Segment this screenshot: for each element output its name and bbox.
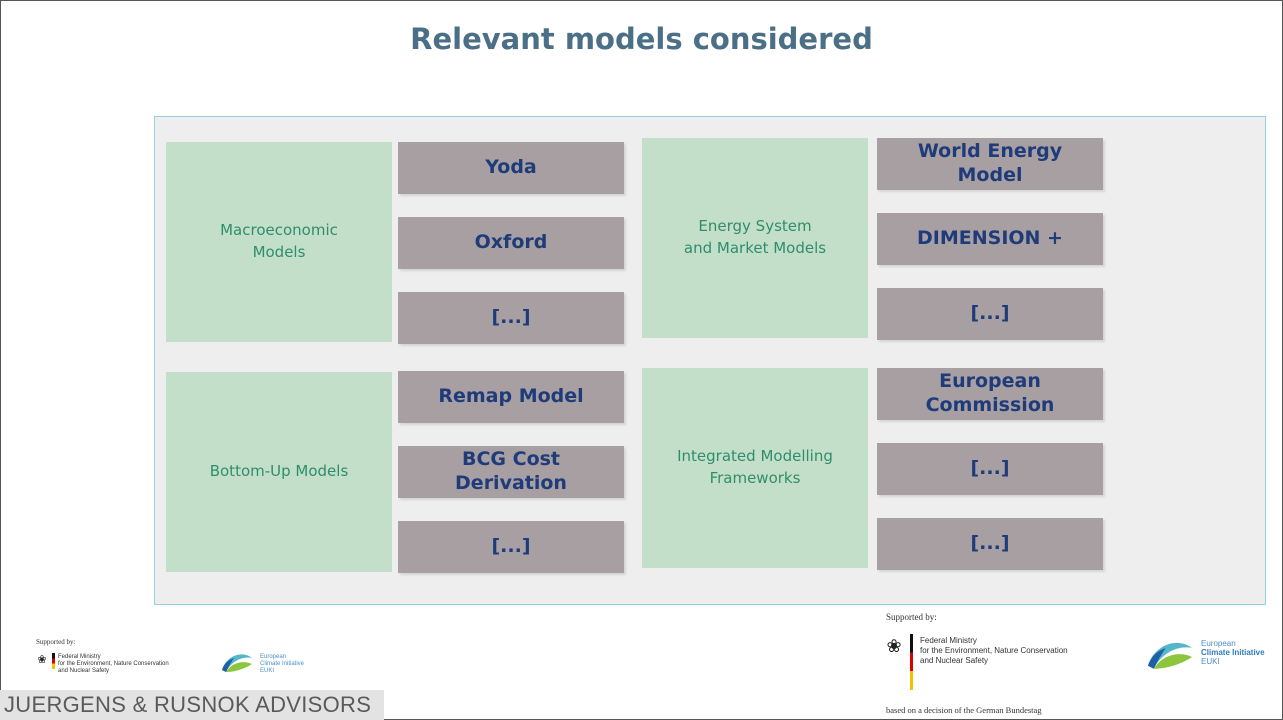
model-card: DIMENSION + (877, 213, 1103, 265)
federal-eagle-icon: ❀ (886, 636, 902, 656)
model-card: Remap Model (398, 371, 624, 423)
firm-name: JUERGENS & RUSNOK ADVISORS (0, 690, 384, 720)
euki-line: Climate Initiative (1201, 648, 1265, 658)
euki-logo-icon (222, 654, 252, 672)
category-energy-system: Energy System and Market Models (642, 138, 868, 338)
ministry-line: for the Environment, Nature Conservation (920, 646, 1068, 655)
model-card: [...] (398, 521, 624, 573)
ministry-line: for the Environment, Nature Conservation (58, 661, 169, 667)
model-card: [...] (877, 443, 1103, 495)
ministry-line: and Nuclear Safety (920, 656, 989, 665)
euki-label: European Climate Initiative EUKI (260, 654, 304, 675)
euki-logo-icon (1147, 642, 1193, 669)
model-card: Yoda (398, 142, 624, 194)
euki-label: European Climate Initiative EUKI (1201, 639, 1265, 667)
ministry-line: and Nuclear Safety (58, 668, 110, 674)
ministry-name: Federal Ministry for the Environment, Na… (58, 654, 169, 675)
ministry-line: Federal Ministry (58, 654, 101, 660)
model-card: [...] (398, 292, 624, 344)
federal-eagle-icon: ❀ (37, 654, 47, 666)
euki-line: Climate Initiative (260, 660, 305, 667)
slide-title: Relevant models considered (410, 22, 873, 56)
supported-by-label: Supported by: (36, 638, 76, 646)
category-integrated: Integrated Modelling Frameworks (642, 368, 868, 568)
german-flag-bar-icon (910, 634, 913, 690)
euki-line: European (260, 654, 287, 660)
model-card: Oxford (398, 217, 624, 269)
model-card: [...] (877, 288, 1103, 340)
euki-line: EUKI (260, 667, 275, 674)
german-flag-bar-icon (52, 653, 55, 669)
bundestag-note: based on a decision of the German Bundes… (886, 705, 1042, 715)
model-card: BCG Cost Derivation (398, 446, 624, 498)
model-card: World Energy Model (877, 138, 1103, 190)
ministry-name: Federal Ministry for the Environment, Na… (920, 636, 1068, 666)
model-card: European Commission (877, 368, 1103, 420)
ministry-line: Federal Ministry (920, 636, 977, 645)
model-card: [...] (877, 518, 1103, 570)
euki-line: European (1201, 639, 1236, 648)
category-bottom-up: Bottom-Up Models (166, 372, 392, 572)
category-macroeconomic: Macroeconomic Models (166, 142, 392, 342)
euki-line: EUKI (1201, 657, 1220, 667)
supported-by-label: Supported by: (886, 612, 937, 622)
